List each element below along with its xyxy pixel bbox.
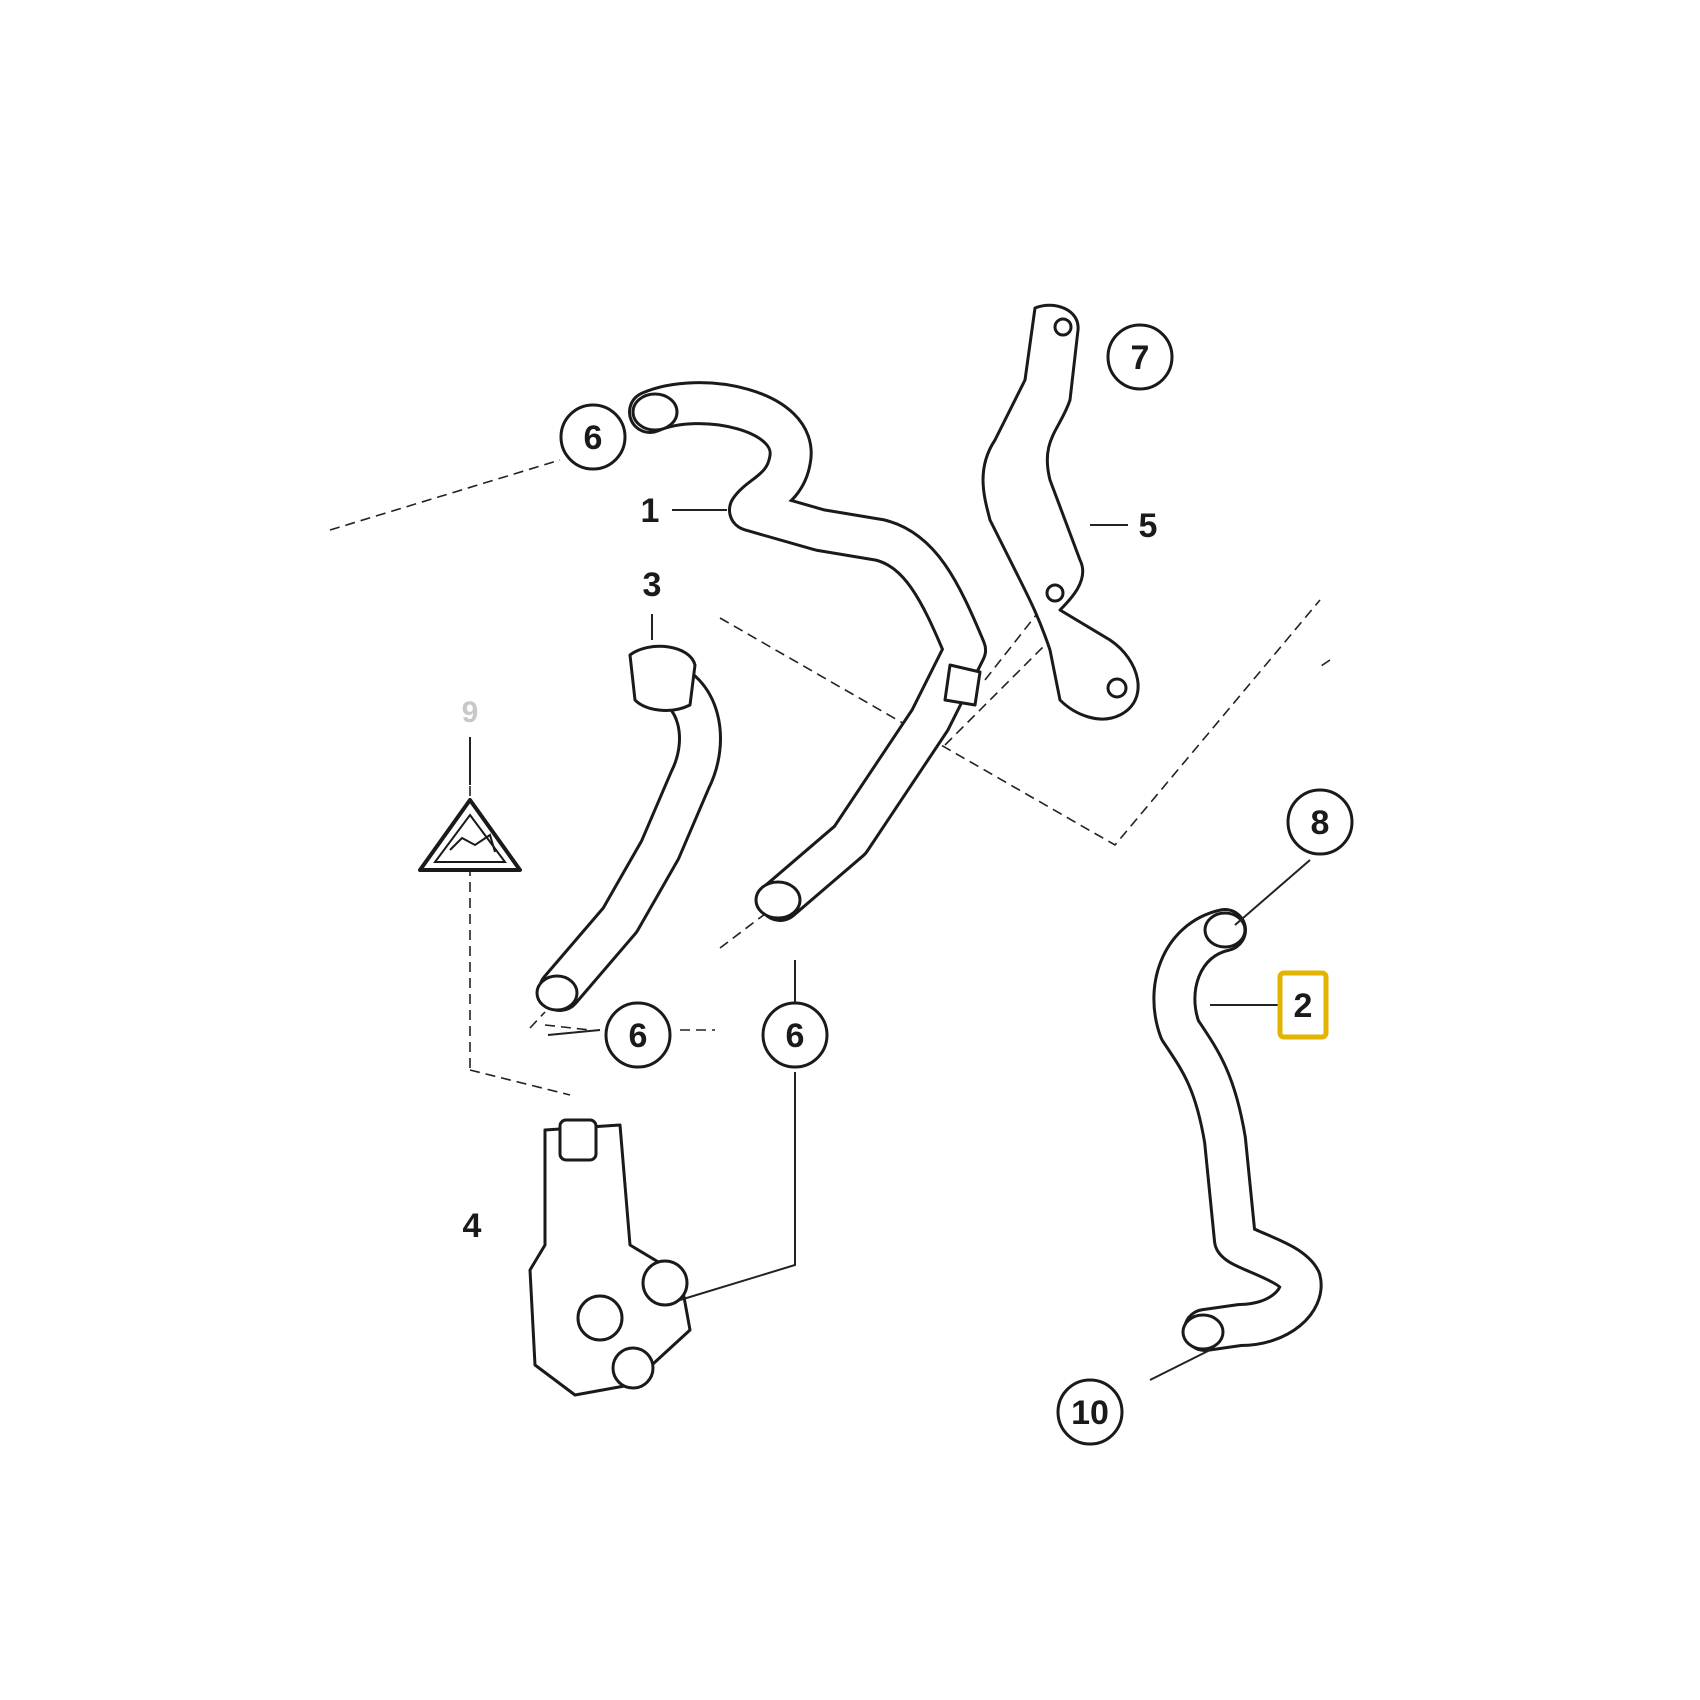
part-5-bracket bbox=[981, 303, 1140, 721]
callout-8[interactable]: 8 bbox=[1286, 788, 1354, 856]
part-9-warning-triangle bbox=[418, 798, 522, 872]
callout-2-label: 2 bbox=[1294, 987, 1313, 1025]
callout-2-highlighted[interactable]: 2 bbox=[1277, 970, 1329, 1040]
callout-10-label: 10 bbox=[1071, 1394, 1109, 1432]
callout-4-label: 4 bbox=[463, 1207, 482, 1245]
part-4-valve bbox=[528, 1118, 692, 1397]
callout-3-label: 3 bbox=[643, 566, 662, 604]
callout-5-label: 5 bbox=[1139, 507, 1158, 545]
leader-lines bbox=[469, 509, 1311, 1381]
callout-4[interactable]: 4 bbox=[463, 1207, 482, 1245]
part-2-hose bbox=[1152, 908, 1323, 1352]
callout-3[interactable]: 3 bbox=[643, 566, 662, 604]
part-1-hose bbox=[628, 381, 987, 922]
callout-6b[interactable]: 6 bbox=[604, 1001, 672, 1069]
callout-6c-label: 6 bbox=[786, 1017, 805, 1055]
callout-9[interactable]: 9 bbox=[462, 696, 479, 729]
callout-9-label: 9 bbox=[462, 696, 479, 729]
callout-6a-label: 6 bbox=[584, 419, 603, 457]
callout-1-label: 1 bbox=[641, 492, 660, 530]
part-3-hose bbox=[535, 644, 722, 1012]
callout-6c[interactable]: 6 bbox=[761, 1001, 829, 1069]
callout-6a[interactable]: 6 bbox=[559, 403, 627, 471]
callout-6b-label: 6 bbox=[629, 1017, 648, 1055]
callout-10[interactable]: 10 bbox=[1056, 1378, 1124, 1446]
callout-7[interactable]: 7 bbox=[1106, 323, 1174, 391]
callout-1[interactable]: 1 bbox=[641, 492, 660, 530]
callout-5[interactable]: 5 bbox=[1139, 507, 1158, 545]
callout-8-label: 8 bbox=[1311, 804, 1330, 842]
callout-7-label: 7 bbox=[1131, 339, 1150, 377]
